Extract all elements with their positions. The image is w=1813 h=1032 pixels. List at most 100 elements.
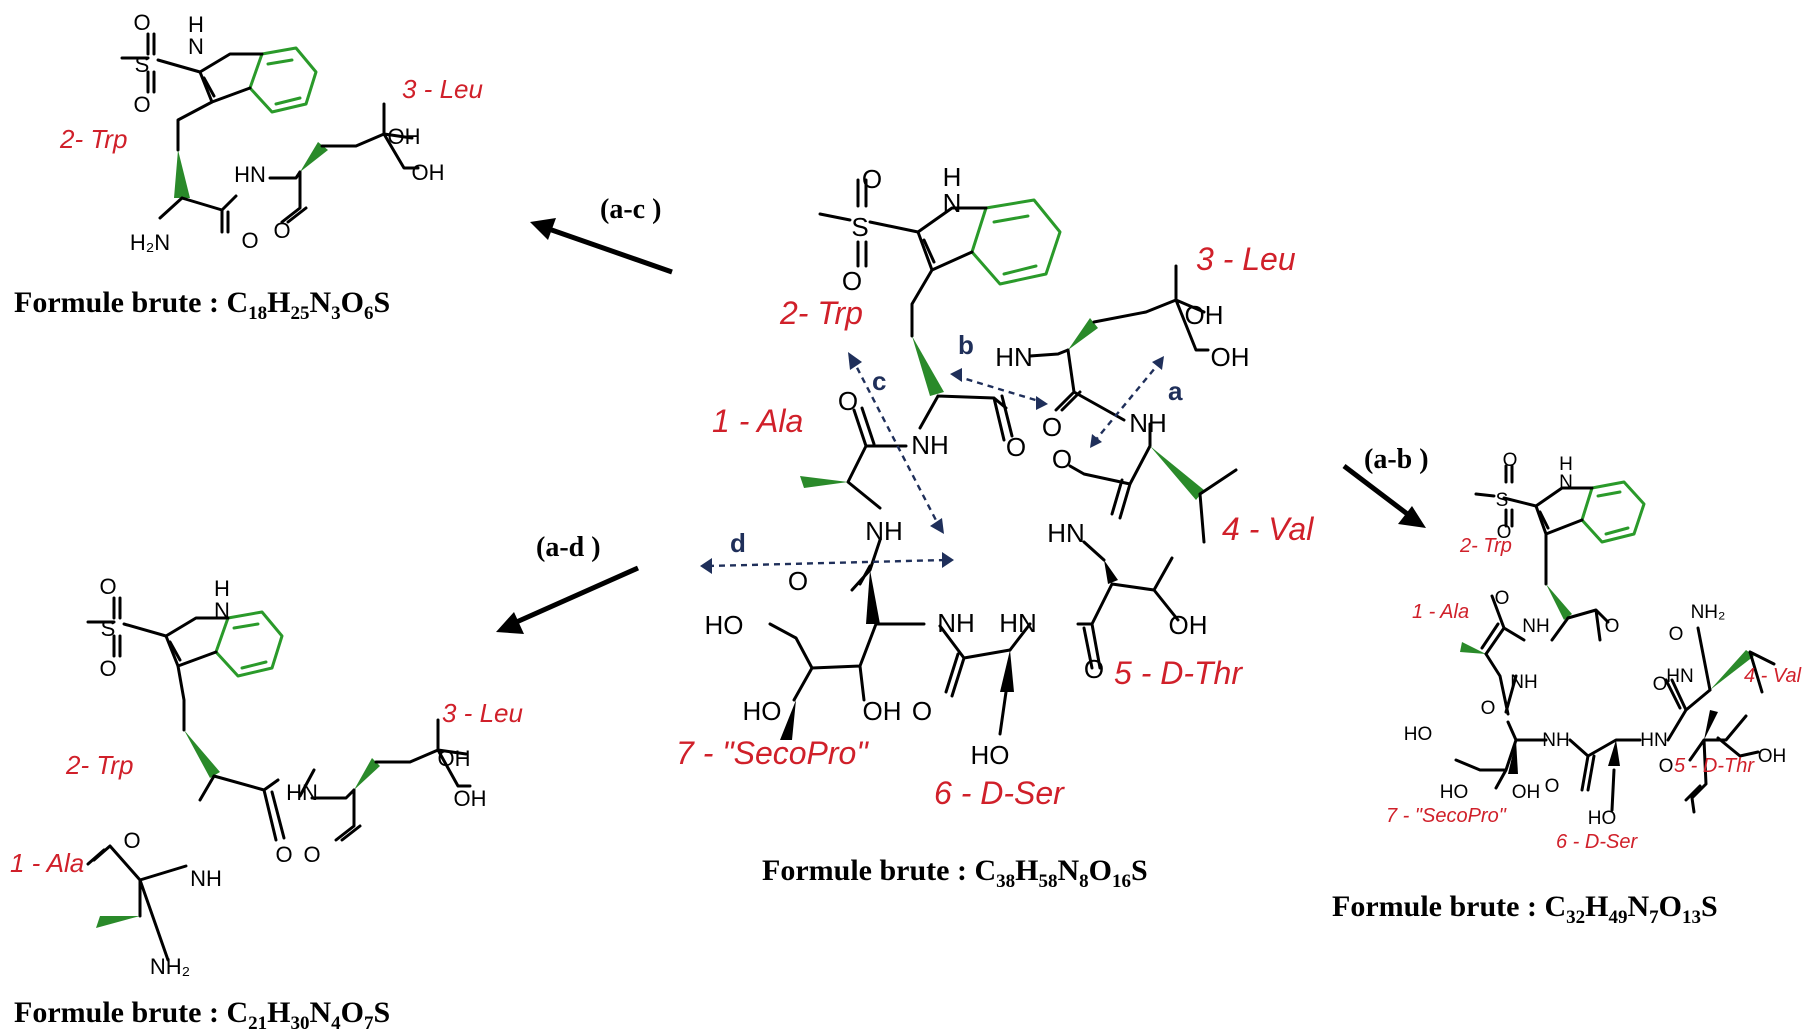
arrow-a-c: (a-c ) (530, 194, 673, 275)
residue-label-trp: 2- Trp (59, 124, 127, 154)
s-atom: S (1496, 490, 1509, 511)
o-atom: O (1084, 654, 1104, 684)
h-atom: H (214, 576, 230, 601)
oh-atom: OH (1512, 782, 1541, 803)
o-atom: O (1052, 444, 1072, 474)
o-atom: O (99, 574, 116, 599)
residue-label-leu: 3 - Leu (442, 698, 523, 728)
residue-label-ser: 6 - D-Ser (934, 775, 1065, 811)
residue-label-secopro: 7 - "SecoPro" (676, 735, 869, 771)
nh-atom: NH (865, 516, 903, 546)
hn-atom: HN (1666, 666, 1693, 687)
formula-center: Formule brute : C38H58N8O16S (762, 854, 1148, 892)
ho-atom: HO (971, 740, 1010, 770)
o-atom: O (241, 228, 258, 253)
cleavage-c (850, 357, 942, 529)
o-atom: O (1042, 412, 1062, 442)
residue-label-trp: 2- Trp (65, 750, 133, 780)
ho-atom: HO (1404, 724, 1433, 745)
o-atom: O (1495, 588, 1510, 609)
residue-label-trp: 2- Trp (1459, 535, 1512, 557)
o-atom: O (1006, 432, 1026, 462)
n-atom: N (214, 598, 230, 623)
nh2-atom: NH₂ (150, 954, 190, 979)
cleavage-label-a: a (1168, 376, 1183, 406)
hn-atom: HN (234, 162, 266, 187)
arrow-a-d: (a-d ) (496, 532, 640, 634)
o-atom: O (1605, 616, 1620, 637)
cleavage-label-c: c (872, 366, 886, 396)
h2n-atom: H₂N (130, 230, 170, 255)
residue-label-ser: 6 - D-Ser (1556, 831, 1638, 853)
central-cyclopeptide: a b c d S O O H N HN O O NH OH OH NH O O… (676, 162, 1314, 892)
n-atom: N (1559, 472, 1573, 493)
formula-bottom-left: Formule brute : C21H30N4O7S (14, 996, 390, 1032)
o-atom: O (1497, 522, 1512, 543)
hn-atom: HN (1640, 730, 1667, 751)
o-atom: O (788, 566, 808, 596)
nh2-atom: NH₂ (1691, 602, 1726, 623)
ho-atom: HO (743, 696, 782, 726)
formula-right: Formule brute : C32H49N7O13S (1332, 890, 1718, 928)
cleavage-d (707, 558, 947, 568)
o-atom: O (275, 842, 292, 867)
h-atom: H (188, 12, 204, 37)
ho-atom: HO (705, 610, 744, 640)
o-atom: O (842, 266, 862, 296)
residue-label-leu: 3 - Leu (402, 74, 483, 104)
residue-label-leu: 3 - Leu (1196, 241, 1296, 277)
oh-atom: OH (1169, 610, 1208, 640)
arrow-label-ad: (a-d ) (536, 532, 601, 563)
hn-atom: HN (999, 608, 1037, 638)
residue-label-ala: 1 - Ala (10, 848, 84, 878)
residue-label-thr: 5 - D-Thr (1674, 755, 1755, 777)
s-atom: S (101, 616, 116, 641)
o-atom: O (303, 842, 320, 867)
hn-atom: HN (995, 342, 1033, 372)
o-atom: O (838, 386, 858, 416)
residue-label-val: 4 - Val (1222, 511, 1314, 547)
o-atom: O (133, 92, 150, 117)
residue-label-secopro: 7 - "SecoPro" (1386, 805, 1507, 827)
residue-label-thr: 5 - D-Thr (1114, 655, 1243, 691)
nh-atom: NH (190, 866, 222, 891)
s-atom: S (135, 52, 150, 77)
o-atom: O (123, 828, 140, 853)
cleavage-b (955, 374, 1043, 404)
oh-atom: OH (1185, 300, 1224, 330)
oh-atom: OH (438, 746, 471, 771)
h-atom: H (1559, 454, 1573, 475)
residue-label-val: 4 - Val (1744, 665, 1802, 687)
s-atom: S (851, 212, 868, 242)
arrow-label-ab: (a-b ) (1364, 444, 1429, 475)
oh-atom: OH (863, 696, 902, 726)
o-atom: O (1659, 756, 1674, 777)
hn-atom: HN (1047, 518, 1085, 548)
fragment-right: S O O H N O NH O NH O HO HO OH NH O HN H… (1332, 450, 1802, 928)
formula-top-left: Formule brute : C18H25N3O6S (14, 286, 390, 324)
oh-atom: OH (454, 786, 487, 811)
o-atom: O (1669, 624, 1684, 645)
nh-atom: NH (1129, 408, 1167, 438)
cleavage-label-b: b (958, 330, 974, 360)
o-atom: O (862, 164, 882, 194)
fragment-top-left: S O O H N HN H₂N O O OH OH 2- Trp 3 - Le… (14, 10, 483, 324)
nh-atom: NH (937, 608, 975, 638)
o-atom: O (99, 656, 116, 681)
cleavage-label-d: d (730, 528, 746, 558)
residue-label-ala: 1 - Ala (712, 403, 803, 439)
nh-atom: NH (1542, 730, 1569, 751)
hn-atom: HN (286, 780, 318, 805)
residue-label-trp: 2- Trp (779, 295, 863, 331)
nh-atom: NH (1522, 616, 1549, 637)
o-atom: O (133, 10, 150, 35)
oh-atom: OH (412, 160, 445, 185)
oh-atom: OH (1211, 342, 1250, 372)
nh-atom: NH (911, 430, 949, 460)
o-atom: O (1545, 776, 1560, 797)
arrow-label-ac: (a-c ) (600, 194, 661, 225)
o-atom: O (1653, 674, 1668, 695)
residue-label-ala: 1 - Ala (1412, 601, 1469, 623)
ho-atom: HO (1588, 808, 1617, 829)
